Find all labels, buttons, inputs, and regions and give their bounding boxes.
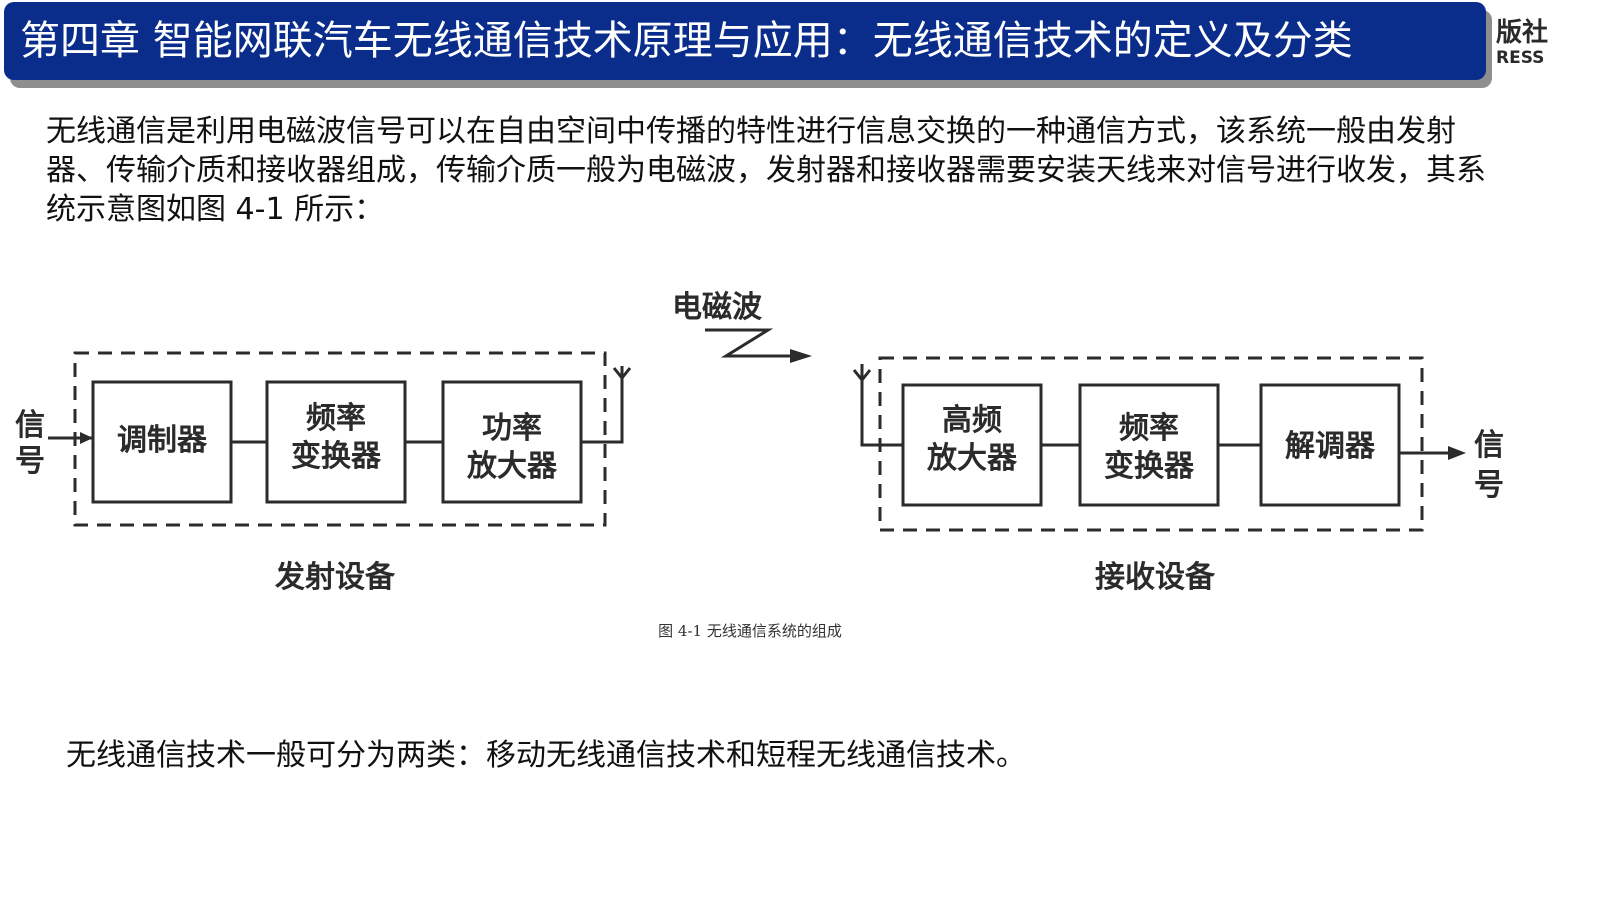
- title-bar: 第四章 智能网联汽车无线通信技术原理与应用：无线通信技术的定义及分类: [4, 2, 1486, 80]
- slide-title: 第四章 智能网联汽车无线通信技术原理与应用：无线通信技术的定义及分类: [20, 18, 1353, 64]
- intro-paragraph: 无线通信是利用电磁波信号可以在自由空间中传播的特性进行信息交换的一种通信方式，该…: [46, 114, 1486, 227]
- publisher-logo: 版社 RESS: [1496, 20, 1556, 67]
- rx-block-3-label: 解调器: [1285, 429, 1375, 464]
- diagram-graphics: [48, 328, 1466, 532]
- em-wave-label: 电磁波: [672, 290, 762, 325]
- tx-block-1-label: 调制器: [117, 423, 207, 458]
- wireless-system-diagram: 电磁波 信号 调制器 频率 变换器 功率 放大器 高频 放大器 频率 变换器 解…: [0, 260, 1600, 640]
- logo-text-line1: 版社: [1496, 18, 1549, 48]
- transmitter-group-label: 发射设备: [275, 560, 395, 595]
- tx-block-2-label: 频率 变换器: [291, 401, 381, 474]
- rx-block-2-label: 频率 变换器: [1104, 411, 1194, 484]
- input-signal-label: 信号: [15, 408, 45, 479]
- summary-text: 无线通信技术一般可分为两类：移动无线通信技术和短程无线通信技术。: [66, 738, 1026, 773]
- receiver-group-label: 接收设备: [1095, 560, 1215, 595]
- tx-block-3-label: 功率 放大器: [467, 411, 557, 484]
- rx-block-1-label: 高频 放大器: [927, 403, 1017, 476]
- figure-caption: 图 4-1 无线通信系统的组成: [658, 622, 842, 640]
- logo-text-line2: RESS: [1496, 48, 1545, 68]
- output-signal-label: 信号: [1474, 428, 1504, 503]
